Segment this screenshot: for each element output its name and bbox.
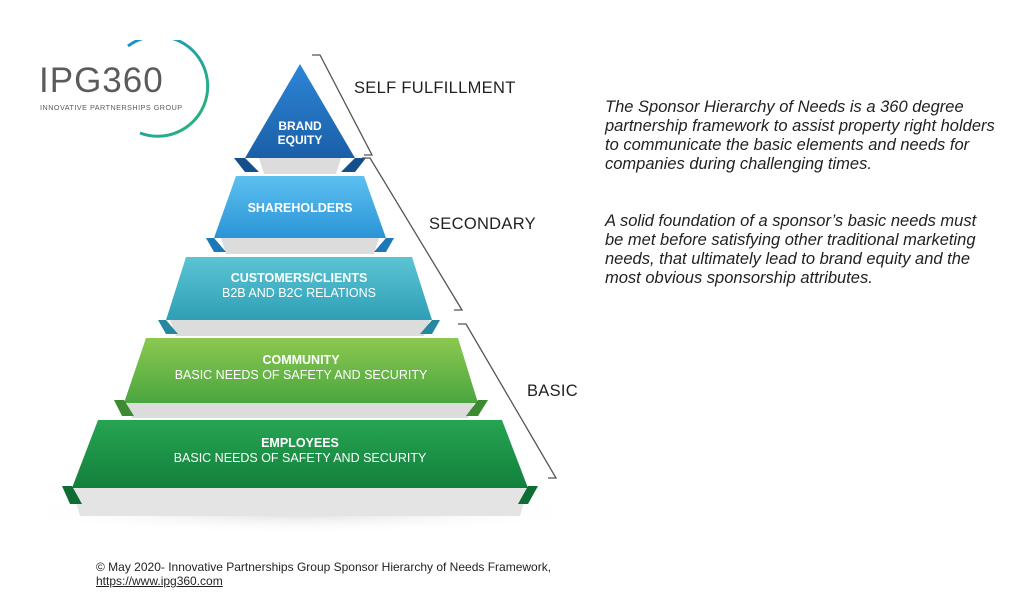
ipg360-logo: IPG360 INNOVATIVE PARTNERSHIPS GROUP (36, 40, 216, 140)
tier-label-brand-equity: BRAND EQUITY (250, 119, 350, 147)
level-secondary: SECONDARY (429, 215, 536, 233)
tier-label-customers: CUSTOMERS/CLIENTS B2B AND B2C RELATIONS (166, 271, 432, 301)
bracket-secondary (362, 157, 464, 311)
tier-label-shareholders: SHAREHOLDERS (214, 201, 386, 216)
tier-community (124, 338, 478, 403)
level-self-fulfillment: SELF FULFILLMENT (354, 79, 516, 97)
tier-shareholders (214, 176, 386, 238)
tier-title: COMMUNITY (262, 353, 340, 367)
tier-title: BRAND EQUITY (277, 119, 323, 147)
tier-title: EMPLOYEES (261, 436, 339, 450)
logo-wordmark: IPG360 (39, 61, 164, 100)
bracket-basic (458, 323, 558, 479)
footer-copyright: © May 2020- Innovative Partnerships Grou… (96, 560, 556, 588)
level-basic: BASIC (527, 382, 579, 400)
tier-title: SHAREHOLDERS (247, 201, 353, 215)
tier-subtitle: BASIC NEEDS OF SAFETY AND SECURITY (173, 451, 427, 465)
tier-label-community: COMMUNITY BASIC NEEDS OF SAFETY AND SECU… (124, 353, 478, 383)
description-paragraph-2: A solid foundation of a sponsor’s basic … (605, 212, 977, 287)
description-paragraph-1: The Sponsor Hierarchy of Needs is a 360 … (605, 98, 995, 173)
tier-label-employees: EMPLOYEES BASIC NEEDS OF SAFETY AND SECU… (72, 436, 528, 466)
tier-subtitle: B2B AND B2C RELATIONS (222, 286, 376, 300)
tier-brand-equity (245, 64, 355, 158)
tier-customers (166, 257, 432, 320)
footer-link[interactable]: https://www.ipg360.com (96, 574, 223, 588)
tier-subtitle: BASIC NEEDS OF SAFETY AND SECURITY (174, 368, 428, 382)
logo-ring-icon (127, 40, 210, 138)
footer-text: © May 2020- Innovative Partnerships Grou… (96, 560, 552, 574)
tier-employees (72, 420, 528, 488)
logo-tagline: INNOVATIVE PARTNERSHIPS GROUP (40, 103, 183, 112)
tier-title: CUSTOMERS/CLIENTS (230, 271, 368, 285)
bracket-self-fulfillment (312, 54, 374, 156)
